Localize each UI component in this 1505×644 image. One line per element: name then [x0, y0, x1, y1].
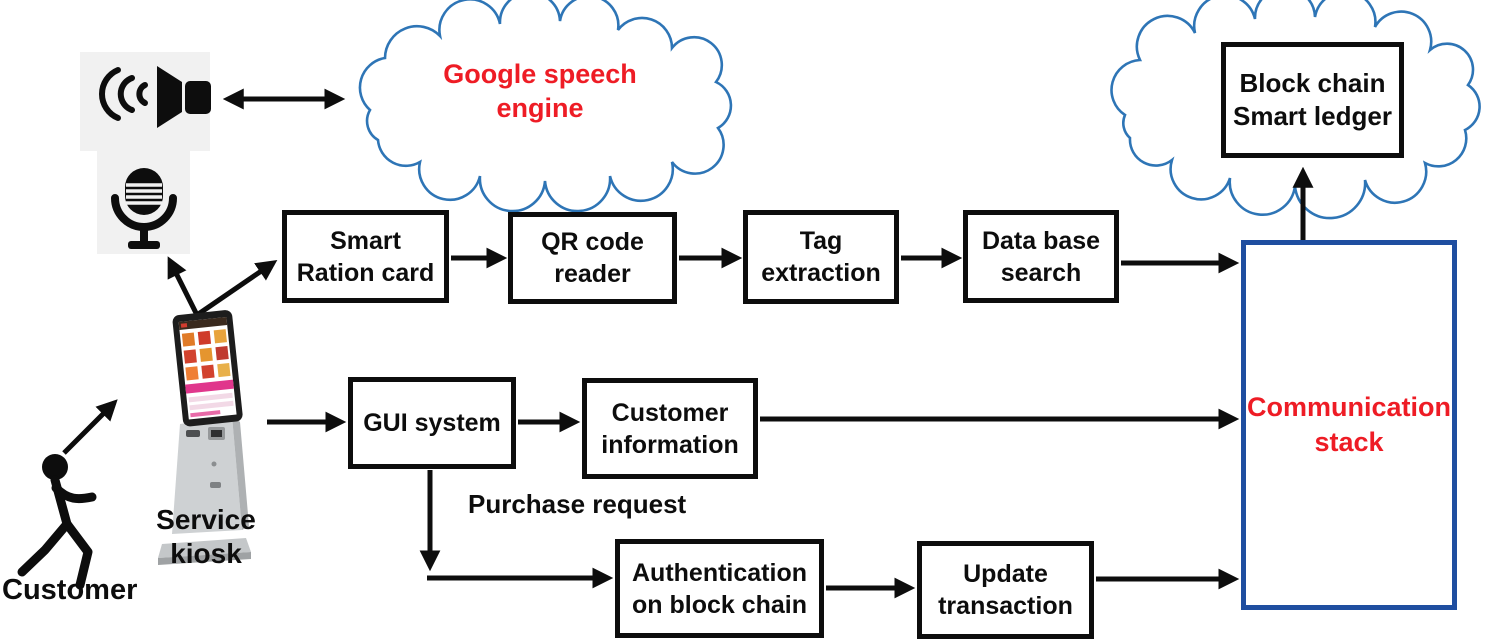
node-customer-information-label: Customer information	[601, 398, 739, 459]
node-communication-stack: Communication stack	[1241, 240, 1457, 610]
node-gui-system-label: GUI system	[363, 409, 501, 437]
node-blockchain-smart-ledger: Block chain Smart ledger	[1221, 42, 1404, 158]
node-database-search-label: Data base search	[981, 226, 1101, 287]
node-smart-ration-card-label: Smart Ration card	[296, 226, 435, 287]
node-gui-system: GUI system	[348, 377, 516, 469]
node-update-transaction: Update transaction	[917, 541, 1094, 639]
node-authentication-on-blockchain-label: Authentication on block chain	[631, 558, 808, 619]
google-speech-cloud	[358, 0, 733, 213]
service-kiosk-label: Service kiosk	[156, 504, 256, 570]
customer-stick-figure	[17, 454, 97, 590]
node-communication-stack-label: Communication stack	[1246, 392, 1451, 457]
google-speech-engine-label: Google speech engine	[443, 59, 637, 123]
node-qr-code-reader: QR code reader	[508, 212, 677, 304]
node-database-search: Data base search	[963, 210, 1119, 303]
customer-label: Customer	[2, 574, 138, 606]
node-tag-extraction: Tag extraction	[743, 210, 899, 304]
node-update-transaction-label: Update transaction	[938, 560, 1073, 620]
arrow-kiosk-to-smart	[195, 260, 278, 318]
arrow-kiosk-to-mic	[167, 256, 200, 317]
arrow-customer-to-kiosk	[62, 399, 118, 455]
purchase-request-label: Purchase request	[468, 489, 687, 519]
node-blockchain-smart-ledger-label: Block chain Smart ledger	[1233, 67, 1392, 131]
microphone-icon	[111, 168, 177, 249]
service-kiosk-image	[158, 310, 251, 565]
node-tag-extraction-label: Tag extraction	[761, 227, 881, 287]
node-smart-ration-card: Smart Ration card	[282, 210, 449, 303]
arrows	[62, 88, 1314, 599]
node-customer-information: Customer information	[582, 378, 758, 479]
speaker-icon	[99, 66, 211, 128]
node-qr-code-reader-label: QR code reader	[541, 228, 644, 288]
node-authentication-on-blockchain: Authentication on block chain	[615, 539, 824, 638]
